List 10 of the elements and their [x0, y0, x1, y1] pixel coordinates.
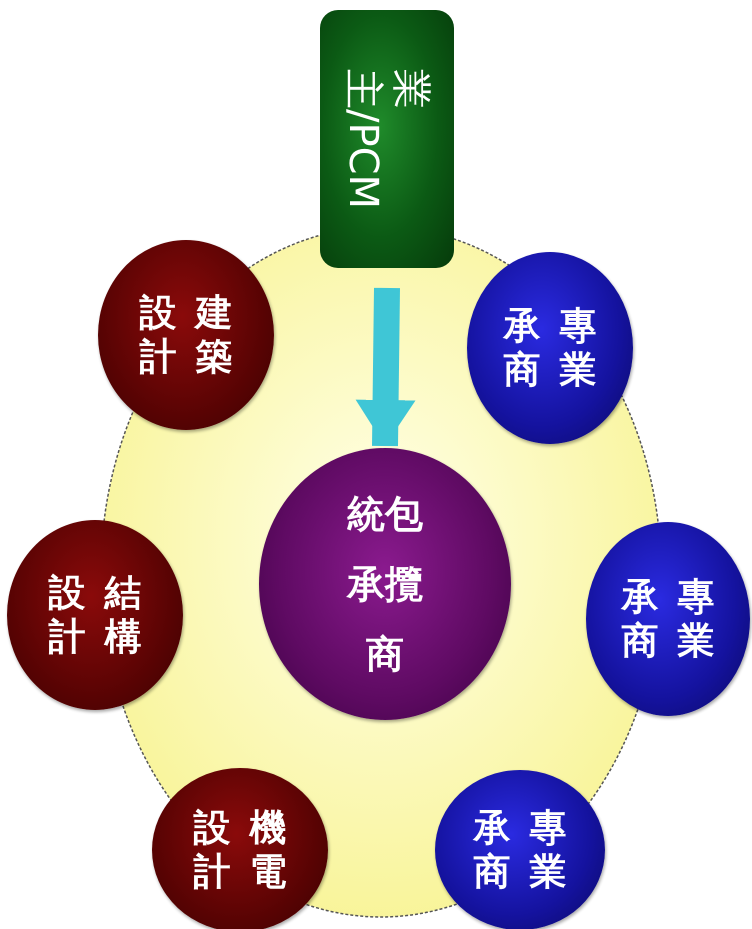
node-label: 業主/PCM	[339, 69, 435, 209]
node-label: 專業承商	[621, 575, 715, 663]
node-label: 專業承商	[473, 806, 567, 894]
role-box	[320, 10, 454, 268]
node-label: 結構設計	[48, 571, 142, 659]
node-label: 建築設計	[139, 291, 233, 379]
node-label: 專業承商	[503, 304, 597, 392]
arrow	[356, 288, 416, 446]
node-label: 統包承攬商	[345, 490, 424, 678]
node-label: 機電設計	[193, 806, 287, 894]
